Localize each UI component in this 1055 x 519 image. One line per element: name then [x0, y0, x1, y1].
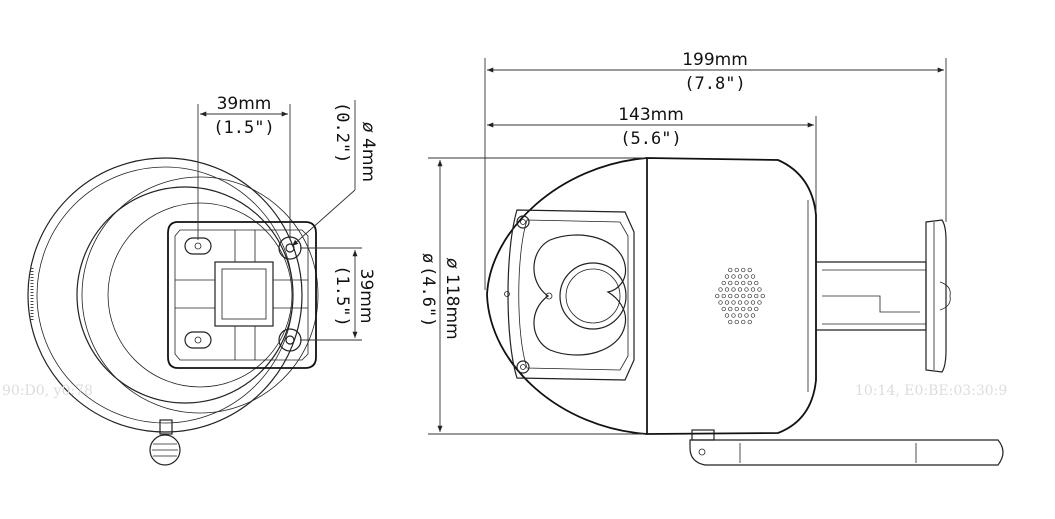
dim-hole-symbol: ø: [358, 121, 378, 133]
inner-ring: [76, 186, 294, 404]
dim-diameter-symbol-imperial: ø: [418, 253, 438, 263]
dim-mount-height-imperial: (1.5"): [332, 265, 352, 326]
grille-hole: [744, 287, 749, 292]
grille-hole: [737, 313, 743, 318]
grille-hole: [728, 319, 733, 325]
grille-hole: [744, 300, 749, 305]
grille-hole: [724, 274, 730, 279]
speaker-grille: [715, 267, 765, 325]
mounting-plate: [167, 221, 317, 369]
grille-hole: [757, 300, 762, 305]
grille-hole: [734, 267, 739, 273]
dim-hole: ø 4mm (0.2"): [291, 100, 378, 247]
watermark-left: 90:D0, y0:78: [2, 383, 93, 399]
dim-hole-imperial: (0.2"): [332, 102, 352, 163]
grille-hole: [750, 287, 756, 292]
grille-hole: [747, 280, 752, 286]
grille-hole: [731, 313, 736, 318]
camera-lens: [559, 262, 627, 330]
grille-hole: [715, 293, 720, 299]
grille-hole: [741, 267, 746, 273]
antenna: [689, 429, 1004, 466]
rear-view: 39mm (1.5") 39mm (1.5") ø 4mm (0.2"): [27, 94, 378, 466]
side-view: 199mm (7.8") 143mm (5.6") ø 118mm ø (4.6…: [418, 50, 1004, 466]
grille-hole: [741, 319, 746, 325]
dim-body-length-metric: 143mm: [618, 105, 684, 125]
dim-diameter: ø 118mm ø (4.6"): [418, 157, 645, 435]
dim-body-length: 143mm (5.6"): [487, 105, 817, 212]
grille-hole: [754, 280, 759, 286]
grille-hole: [724, 287, 730, 292]
dim-overall-length-imperial: (7.8"): [684, 74, 745, 94]
dim-mount-height: 39mm (1.5"): [300, 247, 376, 341]
grille-hole: [747, 306, 752, 312]
grille-hole: [731, 300, 736, 305]
grille-hole: [744, 313, 749, 318]
dim-diameter-symbol: ø: [442, 257, 462, 269]
grille-hole: [750, 313, 756, 318]
grille-hole: [724, 300, 730, 305]
grille-hole: [747, 267, 752, 273]
grille-hole: [734, 319, 739, 325]
grille-hole: [728, 280, 733, 286]
grille-hole: [760, 293, 765, 299]
grille-hole: [731, 287, 736, 292]
watermark-right: 10:14, E0:BE:03:30:9: [855, 383, 1007, 399]
grille-hole: [718, 287, 723, 292]
grille-hole: [750, 274, 756, 279]
inner-lip-ring: [107, 202, 293, 388]
dim-diameter-metric: 118mm: [442, 274, 462, 340]
grille-hole: [741, 280, 746, 286]
cable-knob: [149, 419, 181, 466]
mount-bracket: [816, 219, 951, 373]
grille-hole: [728, 267, 733, 273]
grille-hole: [724, 313, 730, 318]
grille-hole: [750, 300, 756, 305]
dim-diameter-imperial: (4.6"): [418, 266, 438, 327]
dim-body-length-imperial: (5.6"): [620, 129, 681, 149]
grille-hole: [741, 293, 746, 299]
dim-overall-length-metric: 199mm: [682, 50, 748, 70]
grille-hole: [737, 274, 743, 279]
dim-mount-height-metric: 39mm: [356, 269, 376, 324]
grille-hole: [728, 293, 733, 299]
screw-hole-bottom: [278, 328, 302, 352]
main-body: [646, 157, 817, 435]
dim-mount-width-imperial: (1.5"): [213, 118, 274, 138]
outer-ring: [27, 157, 303, 433]
dim-mount-width-metric: 39mm: [217, 94, 272, 114]
grille-hole: [754, 293, 759, 299]
grille-hole: [744, 274, 749, 279]
dim-overall-length: 199mm (7.8"): [484, 50, 947, 290]
lens-ring: [81, 176, 319, 414]
grille-hole: [728, 306, 733, 312]
grille-hole: [741, 306, 746, 312]
grille-hole: [731, 274, 736, 279]
front-dome: [486, 157, 648, 435]
grille-hole: [737, 300, 743, 305]
grille-hole: [747, 319, 752, 325]
grille-hole: [721, 293, 726, 299]
dim-mount-width: 39mm (1.5"): [197, 94, 291, 240]
grille-hole: [721, 280, 726, 286]
grille-hole: [721, 306, 726, 312]
grille-hole: [737, 287, 743, 292]
grille-hole: [734, 306, 739, 312]
grille-hole: [747, 293, 752, 299]
grille-hole: [734, 293, 739, 299]
dim-hole-metric: 4mm: [358, 138, 378, 182]
grille-hole: [754, 306, 759, 312]
grille-hole: [757, 287, 762, 292]
grille-hole: [734, 280, 739, 286]
grille-hole: [718, 300, 723, 305]
